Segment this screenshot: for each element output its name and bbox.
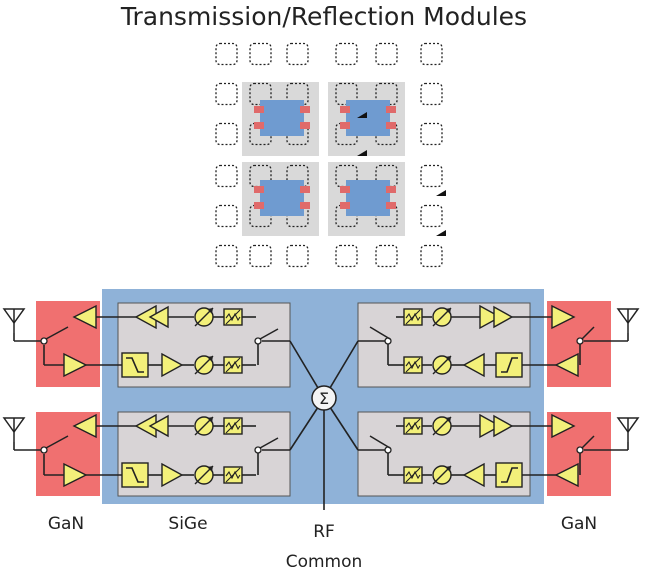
- attenuator-icon: [223, 308, 243, 326]
- attenuator-icon: [223, 356, 243, 374]
- phase-shifter-icon: [194, 307, 214, 327]
- antenna-icon: [616, 417, 640, 442]
- chip: [254, 100, 310, 136]
- element-cell: [286, 122, 309, 146]
- element-cell: [375, 244, 398, 268]
- switch-icon: [40, 326, 69, 345]
- right-channel: [358, 304, 640, 378]
- element-cell: [420, 244, 443, 268]
- label-sige: SiGe: [168, 514, 208, 534]
- element-cell: [249, 42, 272, 66]
- left-channel: [2, 304, 290, 378]
- corner-mark: [357, 150, 367, 156]
- element-cell: [375, 42, 398, 66]
- filter-icon: [495, 462, 523, 488]
- phase-shifter-icon: [194, 416, 214, 436]
- chip: [340, 180, 396, 216]
- corner-mark: [357, 112, 367, 118]
- element-cell: [286, 244, 309, 268]
- element-cell: [375, 204, 398, 228]
- label-gan-right: GaN: [560, 514, 598, 534]
- amplifier-icon: [554, 352, 579, 378]
- antenna-icon: [2, 417, 26, 442]
- phase-shifter-icon: [432, 416, 452, 436]
- amplifier-icon: [493, 414, 514, 438]
- antenna-icon: [2, 308, 26, 333]
- amplifier-icon: [551, 413, 576, 439]
- phase-shifter-icon: [194, 465, 214, 485]
- attenuator-icon: [403, 356, 423, 374]
- amplifier-icon: [161, 462, 184, 488]
- element-cell: [215, 244, 238, 268]
- element-cell: [420, 204, 443, 228]
- phase-shifter-icon: [194, 355, 214, 375]
- switch-icon: [40, 435, 69, 454]
- element-cell: [420, 164, 443, 188]
- summation-node-icon: [311, 385, 337, 411]
- label-common: Common: [285, 552, 363, 572]
- chip: [340, 100, 396, 136]
- filter-icon: [121, 462, 149, 488]
- antenna-icon: [616, 308, 640, 333]
- label-gan-left: GaN: [47, 514, 85, 534]
- block-diagram: Σ: [2, 289, 640, 510]
- amplifier-icon: [493, 305, 514, 329]
- module-array: [215, 42, 446, 268]
- filter-icon: [495, 352, 523, 378]
- element-cell: [420, 122, 443, 146]
- element-cell: [215, 122, 238, 146]
- element-cell: [420, 42, 443, 66]
- switch-icon: [254, 437, 279, 454]
- right-channel: [358, 413, 640, 488]
- label-rf: RF: [313, 522, 335, 542]
- element-cell: [335, 42, 358, 66]
- element-cell: [286, 204, 309, 228]
- chip: [254, 180, 310, 216]
- element-cell: [286, 42, 309, 66]
- element-cell: [420, 82, 443, 106]
- phase-shifter-icon: [432, 465, 452, 485]
- element-cell: [375, 122, 398, 146]
- phase-shifter-icon: [432, 355, 452, 375]
- element-cell: [215, 82, 238, 106]
- switch-icon: [576, 326, 595, 345]
- amplifier-icon: [161, 352, 184, 378]
- filter-icon: [121, 352, 149, 378]
- corner-mark: [436, 230, 446, 236]
- attenuator-icon: [403, 417, 423, 435]
- rf-combiner: Σ: [289, 340, 359, 510]
- element-cell: [249, 244, 272, 268]
- element-cell: [215, 164, 238, 188]
- amplifier-icon: [479, 413, 502, 439]
- element-cell: [335, 244, 358, 268]
- element-cell: [215, 42, 238, 66]
- switch-icon: [369, 435, 392, 454]
- attenuator-icon: [403, 308, 423, 326]
- attenuator-icon: [223, 417, 243, 435]
- amplifier-icon: [554, 462, 579, 488]
- attenuator-icon: [403, 466, 423, 484]
- phase-shifter-icon: [432, 307, 452, 327]
- corner-mark: [436, 190, 446, 196]
- attenuator-icon: [223, 466, 243, 484]
- summation-symbol: Σ: [319, 389, 329, 408]
- left-channel: [2, 413, 290, 488]
- amplifier-icon: [551, 304, 576, 330]
- page-title: Transmission/Reflection Modules: [120, 2, 528, 31]
- switch-icon: [254, 328, 279, 345]
- amplifier-icon: [479, 304, 502, 330]
- element-cell: [215, 204, 238, 228]
